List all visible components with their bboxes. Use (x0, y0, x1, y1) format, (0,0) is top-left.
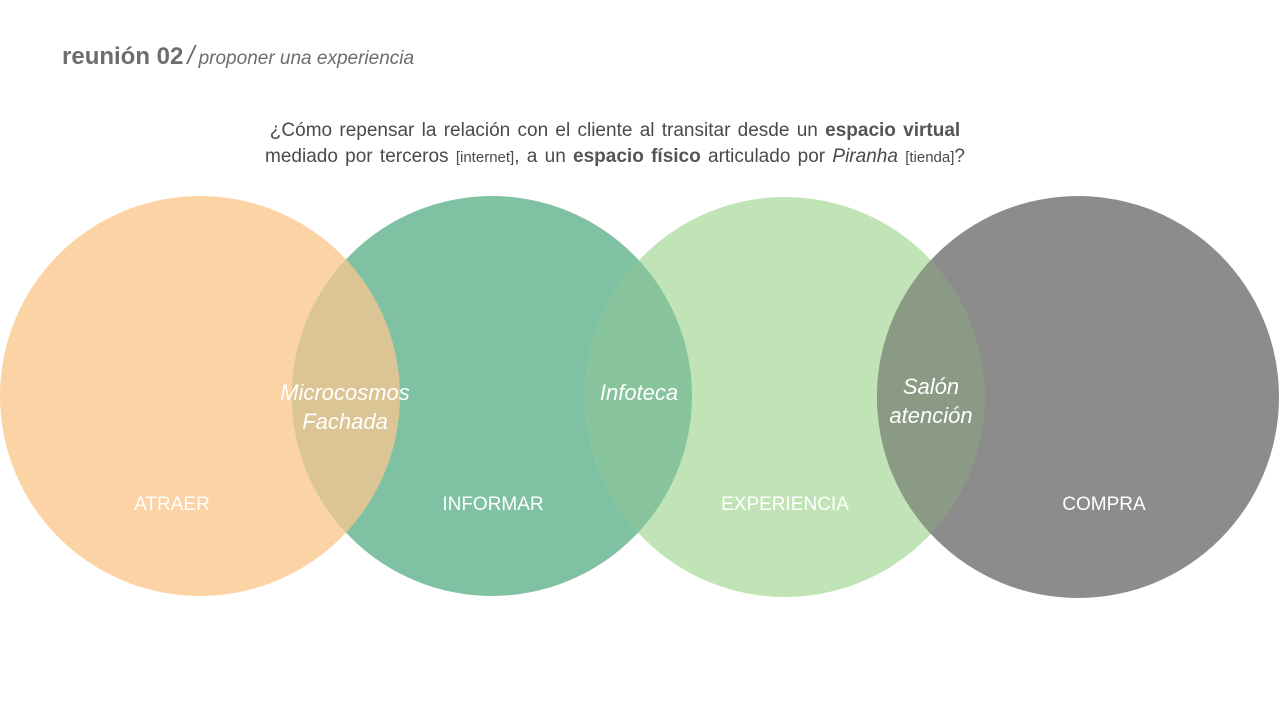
question-text: articulado por (708, 146, 826, 167)
overlap-label-infoteca: Infoteca (600, 380, 678, 405)
question-line-2: mediado por terceros [internet], a un es… (160, 144, 1070, 171)
circle-experiencia (585, 197, 985, 597)
question-emphasis: espacio físico (573, 146, 701, 167)
research-question: ¿Cómo repensar la relación con el client… (160, 118, 1070, 171)
slide-title: reunión 02 (62, 43, 184, 70)
question-emphasis: espacio virtual (825, 120, 961, 141)
overlap-label-salon: Salón (903, 374, 959, 399)
circle-label-compra: COMPRA (1062, 494, 1146, 515)
circle-atraer (0, 196, 400, 596)
circle-label-experiencia: EXPERIENCIA (721, 494, 849, 515)
overlap-label-atencion: atención (889, 403, 972, 428)
circle-label-atraer: ATRAER (134, 494, 210, 515)
circle-label-informar: INFORMAR (442, 494, 543, 515)
slide-header: reunión 02/proponer una experiencia (62, 40, 414, 71)
question-text: ¿Cómo repensar la relación con el client… (269, 120, 818, 141)
slide-subtitle: proponer una experiencia (198, 48, 415, 69)
question-line-1: ¿Cómo repensar la relación con el client… (160, 118, 1070, 144)
circle-informar (292, 196, 692, 596)
question-brand: Piranha (832, 146, 898, 167)
question-note: [tienda] (905, 149, 955, 166)
circle-compra (877, 196, 1279, 598)
title-separator: / (187, 40, 195, 70)
overlap-label-fachada: Fachada (302, 409, 388, 434)
question-text: ? (954, 146, 965, 167)
overlap-label-microcosmos: Microcosmos (280, 380, 410, 405)
question-note: [internet] (455, 149, 515, 166)
question-text: , a un (514, 146, 566, 167)
question-text: mediado por terceros (265, 146, 449, 167)
